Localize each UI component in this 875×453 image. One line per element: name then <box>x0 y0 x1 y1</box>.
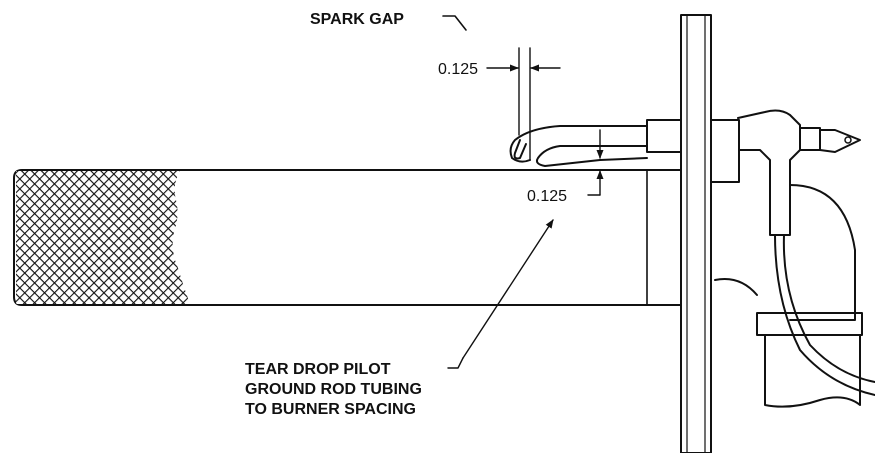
mounting-plate <box>680 14 712 453</box>
ignition-elbow <box>714 109 875 408</box>
pilot-leader <box>447 219 554 369</box>
pilot-label-line3: TO BURNER SPACING <box>245 401 416 418</box>
spark-gap-dimension <box>442 15 561 161</box>
burner-tube <box>13 169 681 306</box>
spacing-dimension <box>587 129 604 196</box>
spark-gap-dimension-value: 0.125 <box>438 61 478 78</box>
spacing-dimension-value: 0.125 <box>527 188 567 205</box>
pilot-label-line2: GROUND ROD TUBING <box>245 381 422 398</box>
spark-gap-label: SPARK GAP <box>310 11 404 28</box>
pilot-label-line1: TEAR DROP PILOT <box>245 361 391 378</box>
pilot-assembly <box>509 119 740 183</box>
burner-mesh-screen <box>16 171 190 304</box>
